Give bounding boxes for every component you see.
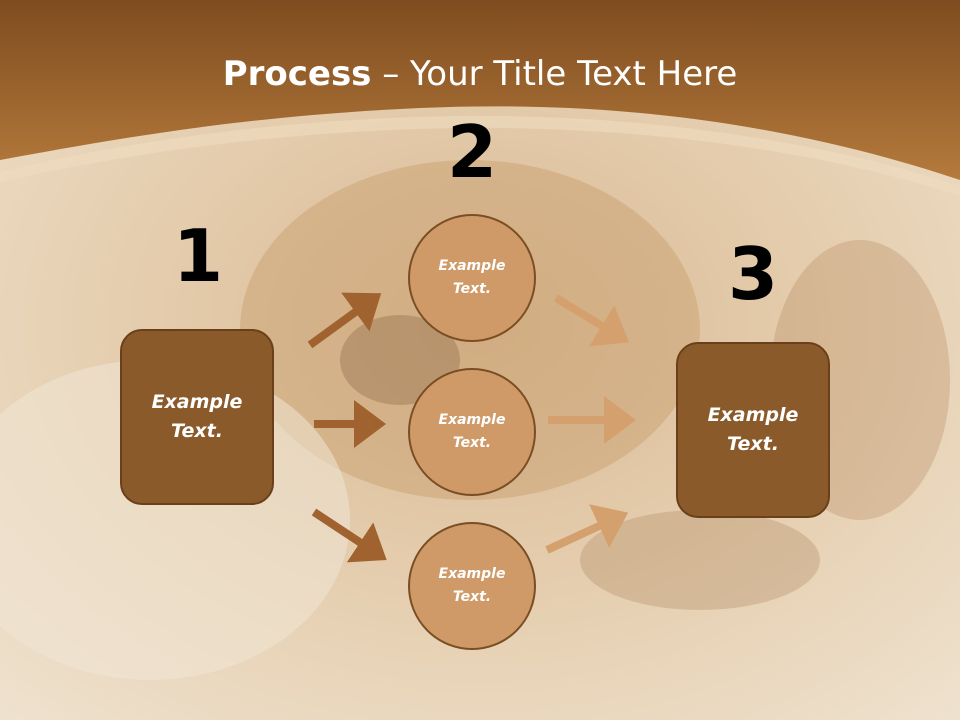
circle-middle-label: Example Text. [438, 412, 506, 451]
step-3-label: Example Text. [707, 404, 799, 455]
slide-title: Process – Your Title Text Here [0, 50, 960, 98]
header-band [0, 0, 960, 180]
step-1-label: Example Text. [151, 391, 243, 442]
title-rest: – Your Title Text Here [371, 54, 738, 94]
circle-bottom: Example Text. [408, 522, 536, 650]
arrow-1-to-bottom [311, 508, 387, 563]
step-3-box: Example Text. [676, 342, 830, 518]
circle-bottom-label: Example Text. [438, 566, 506, 605]
circle-top: Example Text. [408, 214, 536, 342]
step-number-1: 1 [172, 214, 224, 298]
arrow-bottom-to-3 [545, 504, 629, 554]
step-1-box: Example Text. [120, 329, 274, 505]
arrow-top-to-3 [553, 294, 630, 347]
arrow-1-to-top [307, 292, 382, 349]
circle-top-label: Example Text. [438, 258, 506, 297]
step-number-2: 2 [446, 110, 498, 194]
header-swoosh [0, 115, 960, 196]
step-number-3: 3 [727, 232, 779, 316]
title-bold: Process [222, 54, 372, 94]
circle-middle: Example Text. [408, 368, 536, 496]
